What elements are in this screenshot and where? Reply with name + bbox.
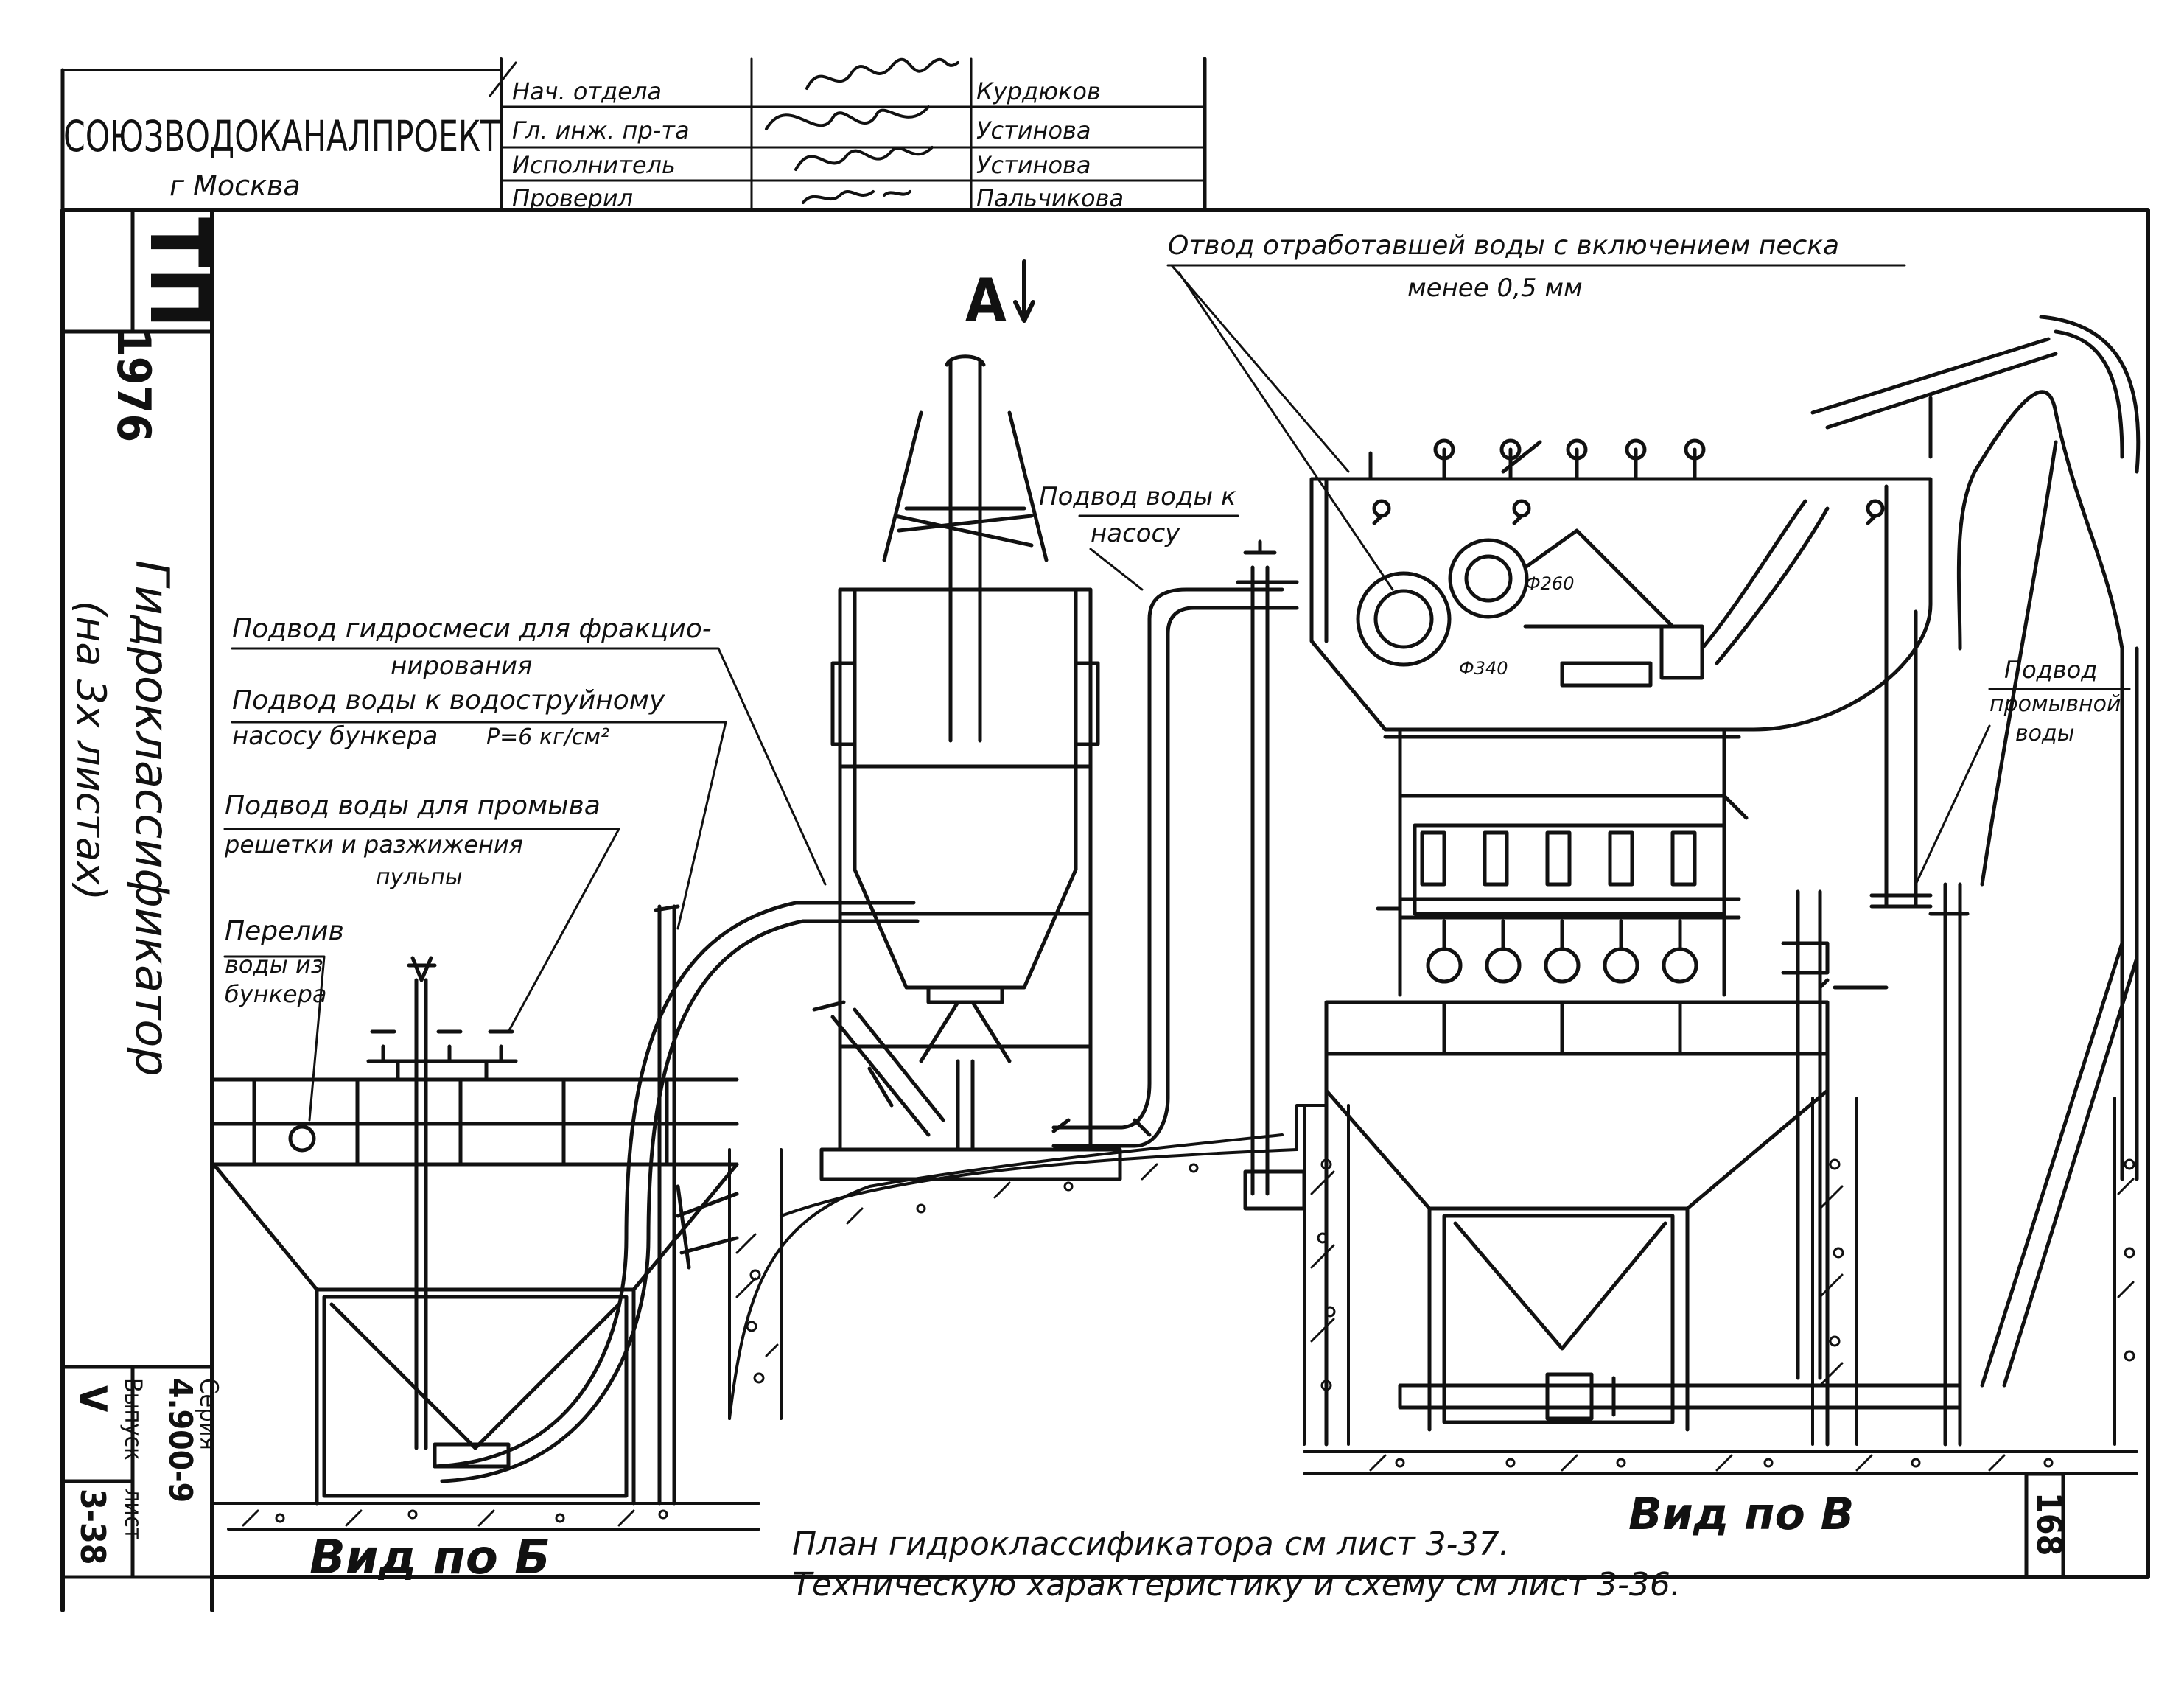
note-pump-water-2: насосу — [1091, 519, 1180, 548]
section-arrow-label: А — [965, 266, 1007, 335]
note-rinse-2: решетки и разжижения — [224, 830, 523, 859]
name-2: Устинова — [976, 116, 1091, 144]
dimension-260: Ф260 — [1525, 573, 1574, 594]
leader-mixture — [231, 647, 827, 886]
organization-name: СОЮЗВОДОКАНАЛПРОЕКТ — [63, 111, 500, 161]
note-wash-1: Подвод — [2004, 656, 2097, 684]
annotations: А Отвод отработавшей воды с включением п… — [223, 231, 2131, 1604]
page-number: 168 — [2029, 1492, 2069, 1556]
name-3: Устинова — [976, 151, 1091, 179]
note-pressure: Р=6 кг/см² — [486, 724, 609, 750]
sheet-label: лист — [119, 1489, 147, 1540]
note-overflow-1: Перелив — [225, 916, 344, 946]
leader-pump-water — [1078, 514, 1239, 591]
note-jet-pump-2: насосу бункера — [232, 721, 438, 751]
title-block: СОЮЗВОДОКАНАЛПРОЕКТ г Москва Нач. отдела… — [60, 57, 1207, 212]
right-classifier — [1309, 315, 2141, 1447]
drawing-frame — [60, 208, 2150, 1612]
left-strip: 1976 ТП Гидроклассификатор (на 3х листах… — [60, 208, 226, 1579]
leader-wash — [1914, 688, 2131, 886]
city-label: г Москва — [169, 169, 301, 202]
leader-rinse — [223, 828, 620, 1033]
signatures — [765, 57, 959, 204]
sheets-note: (на 3х листах) — [68, 601, 114, 901]
footnote-specs: Техническую характеристику и схему см ли… — [792, 1566, 1681, 1604]
note-mixture-1: Подвод гидросмеси для фракцио- — [232, 614, 712, 644]
ground-section — [212, 1097, 2138, 1531]
note-jet-pump-1: Подвод воды к водоструйному — [232, 685, 665, 716]
name-4: Пальчикова — [976, 184, 1124, 212]
dimension-340: Ф340 — [1459, 658, 1508, 679]
role-2: Гл. инж. пр-та — [512, 116, 690, 144]
drawing-title: Гидроклассификатор — [125, 560, 179, 1077]
note-wash-3: воды — [2015, 721, 2074, 746]
name-1: Курдюков — [976, 77, 1101, 105]
note-overflow-2: воды из — [225, 951, 323, 979]
note-waste-water-2: менее 0,5 мм — [1407, 273, 1583, 303]
leader-overflow — [223, 955, 326, 1122]
view-v-label: Вид по В — [1628, 1489, 1854, 1540]
role-3: Исполнитель — [512, 151, 676, 179]
sheet-number: 3-38 — [73, 1489, 113, 1565]
note-mixture-2: нирования — [391, 651, 532, 681]
role-4: Проверил — [512, 184, 633, 212]
note-wash-2: промывной — [1989, 691, 2121, 717]
note-pump-water-1: Подвод воды к — [1039, 482, 1236, 511]
view-b-label: Вид по Б — [309, 1531, 550, 1585]
project-code: ТП — [132, 217, 226, 328]
issue-value: V — [70, 1385, 114, 1412]
section-arrow-icon — [1013, 259, 1035, 323]
issue-label: Выпуск — [119, 1378, 147, 1461]
series-label: Серия — [194, 1378, 223, 1450]
footnote-plan: План гидроклассификатора см лист 3-37. — [792, 1525, 1509, 1563]
note-rinse-1: Подвод воды для промыва — [225, 791, 601, 821]
leader-jet-pump — [231, 721, 727, 930]
left-bunker — [211, 901, 920, 1506]
role-1: Нач. отдела — [512, 77, 662, 105]
note-rinse-3: пульпы — [376, 864, 463, 890]
leader-waste-water-lines — [1170, 264, 1394, 591]
note-overflow-3: бункера — [225, 980, 327, 1008]
year-label: 1976 — [107, 328, 161, 442]
note-waste-water-1: Отвод отработавшей воды с включением пес… — [1168, 231, 1839, 261]
series-value: 4.900-9 — [161, 1378, 199, 1503]
page-number-box — [2024, 1472, 2065, 1579]
hydrocyclone — [812, 354, 1306, 1211]
